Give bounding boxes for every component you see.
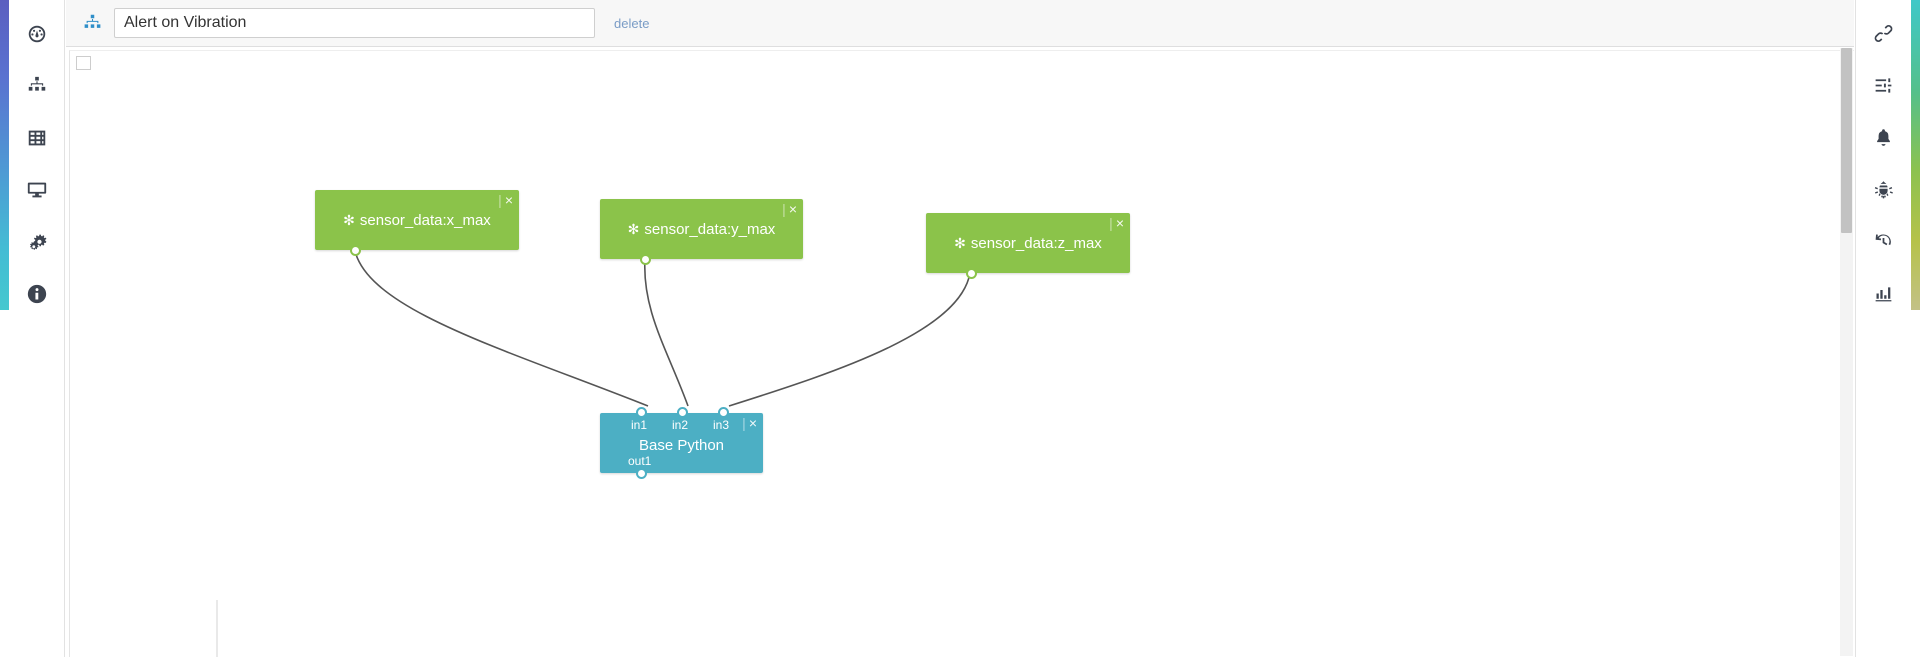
sidebar-item-dashboard[interactable] <box>9 10 65 62</box>
asterisk-icon: ✻ <box>627 221 640 237</box>
node-close-icon[interactable]: |× <box>782 201 797 217</box>
asterisk-icon: ✻ <box>954 235 966 251</box>
port-label-in3: in3 <box>713 418 730 432</box>
canvas-divider <box>216 600 218 657</box>
flow-node-source[interactable]: |× ✻sensor_data:y_max <box>600 199 803 265</box>
node-label: sensor_data:z_max <box>970 235 1102 252</box>
node-input-port-in1[interactable] <box>636 407 647 418</box>
flow-title-input[interactable] <box>114 8 595 38</box>
gauge-icon <box>26 23 48 50</box>
sidebar-item-info[interactable] <box>9 270 65 322</box>
node-close-icon[interactable]: |× <box>498 192 513 208</box>
right-sidebar <box>1855 0 1911 657</box>
bell-icon <box>1873 127 1894 153</box>
node-output-port-out1[interactable] <box>636 468 647 479</box>
sidebar-item-flows[interactable] <box>9 62 65 114</box>
left-gradient-strip <box>0 0 9 310</box>
node-label: sensor_data:x_max <box>359 212 491 229</box>
monitor-icon <box>26 179 48 206</box>
node-close-icon[interactable]: |× <box>742 415 757 431</box>
sidebar-item-history[interactable] <box>1856 218 1912 270</box>
node-title: ✻sensor_data:x_max <box>315 212 519 229</box>
undo-history-icon <box>1873 231 1894 257</box>
flow-node-processor[interactable]: |× in1 in2 in3 Base Python out1 <box>600 407 763 479</box>
sitemap-icon <box>75 8 109 38</box>
sidebar-item-debug[interactable] <box>1856 166 1912 218</box>
sliders-icon <box>1873 75 1894 101</box>
sidebar-item-alerts[interactable] <box>1856 114 1912 166</box>
vertical-scrollbar-thumb[interactable] <box>1841 48 1852 233</box>
flow-header: delete <box>66 0 1854 47</box>
resize-handle[interactable] <box>76 56 91 70</box>
table-icon <box>26 127 48 154</box>
left-sidebar <box>9 0 65 657</box>
edge-n3-in3 <box>728 272 971 407</box>
bar-chart-icon <box>1873 283 1894 309</box>
delete-flow-link[interactable]: delete <box>614 15 650 31</box>
edge-n1-in1 <box>354 250 649 407</box>
sidebar-item-analytics[interactable] <box>1856 270 1912 322</box>
node-label: sensor_data:y_max <box>644 221 776 238</box>
node-input-port-in2[interactable] <box>677 407 688 418</box>
node-title: ✻sensor_data:y_max <box>600 221 803 238</box>
link-icon <box>1873 23 1894 49</box>
sidebar-item-settings[interactable] <box>9 218 65 270</box>
sitemap-icon <box>26 75 48 102</box>
node-output-port[interactable] <box>966 268 977 279</box>
port-label-in2: in2 <box>672 418 689 432</box>
node-output-port[interactable] <box>350 245 361 256</box>
edge-n2-in2 <box>644 258 689 407</box>
vertical-scrollbar[interactable] <box>1840 48 1853 656</box>
gears-icon <box>26 231 48 258</box>
node-label: Base Python <box>638 437 725 454</box>
node-title: ✻sensor_data:z_max <box>926 235 1130 252</box>
port-label-out1: out1 <box>628 454 652 468</box>
flow-node-source[interactable]: |× ✻sensor_data:x_max <box>315 190 519 256</box>
node-title: Base Python <box>600 437 763 454</box>
sidebar-item-properties[interactable] <box>1856 62 1912 114</box>
node-input-port-in3[interactable] <box>718 407 729 418</box>
node-output-port[interactable] <box>640 254 651 265</box>
flow-canvas-inner[interactable]: |× ✻sensor_data:x_max |× ✻sensor_data:y_… <box>69 50 1854 657</box>
info-circle-icon <box>26 283 48 310</box>
edge-layer <box>354 250 971 407</box>
bug-icon <box>1873 179 1894 205</box>
sidebar-item-displays[interactable] <box>9 166 65 218</box>
right-gradient-strip <box>1911 0 1920 310</box>
flow-node-source[interactable]: |× ✻sensor_data:z_max <box>926 213 1130 279</box>
flow-canvas[interactable]: |× ✻sensor_data:x_max |× ✻sensor_data:y_… <box>66 47 1854 657</box>
node-close-icon[interactable]: |× <box>1109 215 1124 231</box>
asterisk-icon: ✻ <box>343 212 355 228</box>
sidebar-item-connections[interactable] <box>1856 10 1912 62</box>
sidebar-item-tables[interactable] <box>9 114 65 166</box>
port-label-in1: in1 <box>631 418 648 432</box>
